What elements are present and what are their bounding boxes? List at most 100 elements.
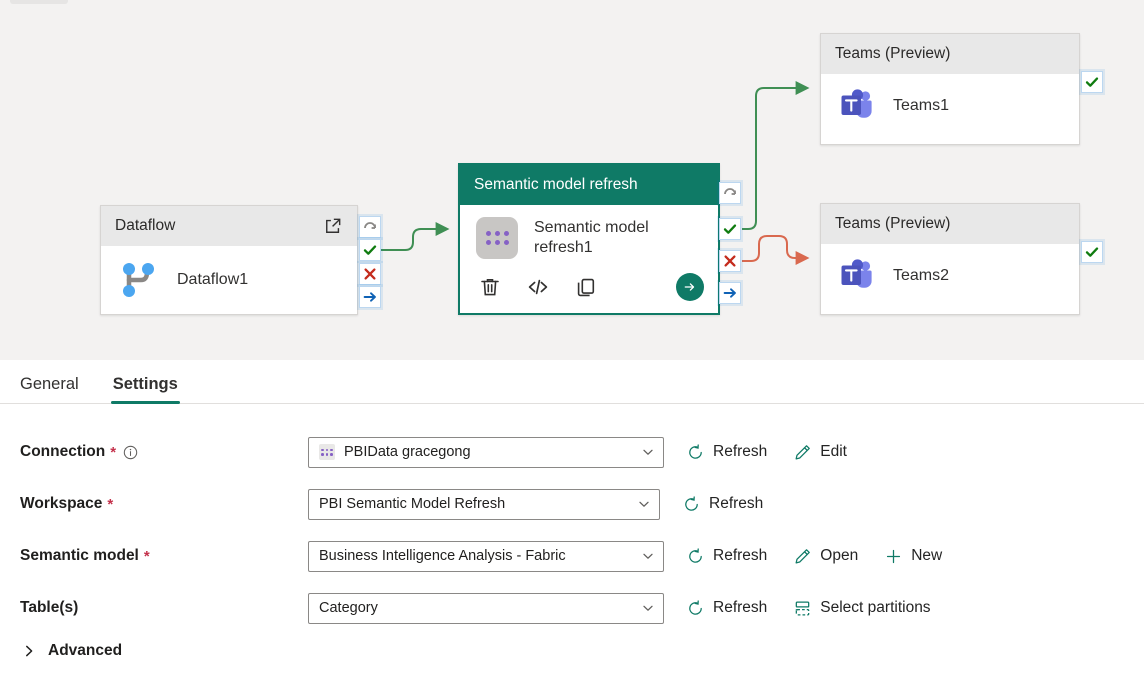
port-dataflow-on-failure[interactable]: [359, 263, 381, 285]
node-dataflow-header-label: Dataflow: [115, 217, 176, 234]
semantic-model-value: Business Intelligence Analysis - Fabric: [319, 548, 566, 564]
connection-type-icon: [319, 444, 335, 460]
node-teams2[interactable]: Teams (Preview) Teams2: [820, 203, 1080, 315]
connection-refresh-button[interactable]: Refresh: [686, 443, 767, 462]
row-connection: Connection * PBIData gracegong: [0, 426, 1144, 478]
tab-settings[interactable]: Settings: [110, 375, 180, 404]
tab-general[interactable]: General: [20, 375, 79, 393]
row-workspace: Workspace * PBI Semantic Model Refresh: [0, 478, 1144, 530]
node-teams1-header: Teams (Preview): [821, 34, 1079, 74]
node-semantic-model-refresh[interactable]: Semantic model refresh Semantic model re…: [458, 163, 720, 315]
chevron-down-icon: [642, 550, 654, 562]
workspace-dropdown[interactable]: PBI Semantic Model Refresh: [308, 488, 660, 520]
run-icon[interactable]: [676, 273, 704, 301]
connection-dropdown[interactable]: PBIData gracegong: [308, 436, 664, 468]
port-teams2-on-success[interactable]: [1081, 241, 1103, 263]
connection-actions: Refresh Edit: [686, 443, 847, 462]
advanced-section-toggle[interactable]: Advanced: [0, 634, 1144, 660]
pencil-icon: [793, 443, 812, 462]
node-semantic-title: Semantic model refresh1: [534, 219, 649, 256]
connection-edit-label: Edit: [820, 443, 847, 460]
workspace-actions: Refresh: [682, 495, 763, 514]
node-teams2-header-label: Teams (Preview): [835, 215, 951, 232]
semantic-model-dropdown[interactable]: Business Intelligence Analysis - Fabric: [308, 540, 664, 572]
row-tables: Table(s) Category Refresh: [0, 582, 1144, 634]
node-teams1[interactable]: Teams (Preview) Teams1: [820, 33, 1080, 145]
node-semantic-header-label: Semantic model refresh: [474, 176, 638, 193]
chevron-down-icon: [642, 602, 654, 614]
semantic-model-new-label: New: [911, 547, 943, 564]
label-connection: Connection *: [0, 443, 308, 461]
select-partitions-label: Select partitions: [820, 599, 931, 616]
delete-icon[interactable]: [478, 275, 502, 299]
tables-refresh-button[interactable]: Refresh: [686, 599, 767, 618]
node-dataflow-title: Dataflow1: [177, 271, 249, 288]
workspace-value: PBI Semantic Model Refresh: [319, 496, 506, 512]
port-semantic-on-completion[interactable]: [719, 282, 741, 304]
connection-refresh-label: Refresh: [713, 443, 768, 460]
node-teams1-body: Teams1: [821, 74, 1079, 136]
semantic-model-icon: [476, 217, 518, 259]
node-teams1-title: Teams1: [893, 97, 950, 114]
port-dataflow-on-skip[interactable]: [359, 216, 381, 238]
connection-edit-button[interactable]: Edit: [793, 443, 847, 462]
dataflow-icon: [117, 258, 161, 302]
node-dataflow-header: Dataflow: [101, 206, 357, 246]
semantic-model-refresh-button[interactable]: Refresh: [686, 547, 767, 566]
node-teams1-header-label: Teams (Preview): [835, 45, 951, 62]
refresh-icon: [686, 443, 705, 462]
label-tables-text: Table(s): [20, 599, 79, 616]
label-semantic-model-text: Semantic model: [20, 547, 139, 564]
tables-refresh-label: Refresh: [713, 599, 768, 616]
node-semantic-body: Semantic model refresh1: [460, 205, 718, 269]
port-semantic-on-failure[interactable]: [719, 250, 741, 272]
workspace-refresh-label: Refresh: [709, 495, 764, 512]
node-teams2-body: Teams2: [821, 244, 1079, 306]
duplicate-icon[interactable]: [574, 275, 598, 299]
workspace-refresh-button[interactable]: Refresh: [682, 495, 763, 514]
port-dataflow-on-completion[interactable]: [359, 286, 381, 308]
port-teams1-on-success[interactable]: [1081, 71, 1103, 93]
required-asterisk: *: [143, 547, 150, 565]
connection-value: PBIData gracegong: [344, 444, 471, 460]
port-semantic-on-success[interactable]: [719, 218, 741, 240]
node-semantic-header: Semantic model refresh: [460, 165, 718, 205]
node-dataflow-body: Dataflow1: [101, 246, 357, 312]
chevron-right-icon: [22, 644, 36, 658]
refresh-icon: [682, 495, 701, 514]
teams-icon: [837, 256, 877, 296]
pencil-icon: [793, 547, 812, 566]
semantic-model-open-label: Open: [820, 547, 859, 564]
tables-actions: Refresh Select partitions: [686, 599, 931, 618]
advanced-label: Advanced: [48, 642, 123, 659]
label-workspace-text: Workspace: [20, 495, 103, 512]
properties-panel: General Settings Connection *: [0, 360, 1144, 689]
settings-form: Connection * PBIData gracegong: [0, 404, 1144, 660]
semantic-model-open-button[interactable]: Open: [793, 547, 858, 566]
tables-dropdown[interactable]: Category: [308, 592, 664, 624]
node-dataflow[interactable]: Dataflow Dataflow1: [100, 205, 358, 315]
refresh-icon: [686, 599, 705, 618]
label-workspace: Workspace *: [0, 495, 308, 513]
plus-icon: [884, 547, 903, 566]
required-asterisk: *: [107, 495, 114, 513]
label-semantic-model: Semantic model *: [0, 547, 308, 565]
port-dataflow-on-success[interactable]: [359, 239, 381, 261]
code-icon[interactable]: [526, 275, 550, 299]
row-semantic-model: Semantic model * Business Intelligence A…: [0, 530, 1144, 582]
semantic-model-new-button[interactable]: New: [884, 547, 942, 566]
partitions-icon: [793, 599, 812, 618]
tables-value: Category: [319, 600, 378, 616]
port-semantic-on-skip[interactable]: [719, 182, 741, 204]
open-in-new-icon[interactable]: [323, 216, 343, 236]
node-teams2-title: Teams2: [893, 267, 950, 284]
node-teams2-header: Teams (Preview): [821, 204, 1079, 244]
label-tables: Table(s): [0, 599, 308, 617]
pipeline-canvas[interactable]: Dataflow Dataflow1: [0, 0, 1144, 360]
info-icon[interactable]: [121, 445, 138, 460]
panel-tabs: General Settings: [0, 360, 1144, 404]
canvas-top-stub: [10, 0, 68, 4]
semantic-model-refresh-label: Refresh: [713, 547, 768, 564]
chevron-down-icon: [642, 446, 654, 458]
select-partitions-button[interactable]: Select partitions: [793, 599, 931, 618]
